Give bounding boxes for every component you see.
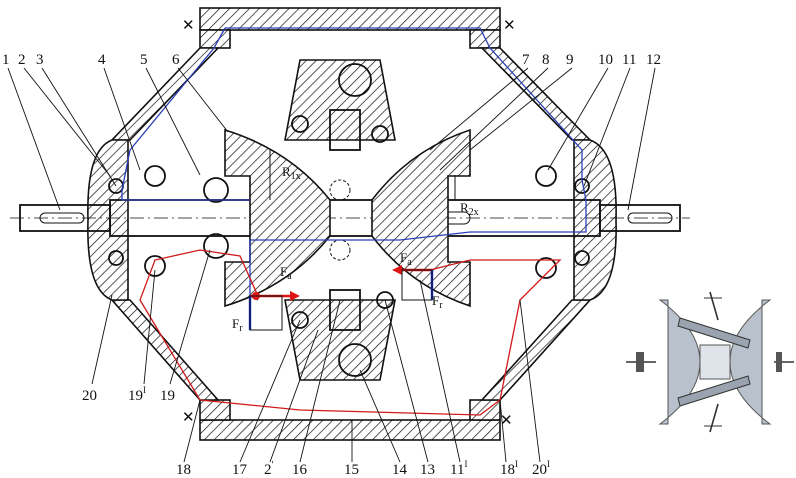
callout-11-prime: 11I [450, 459, 467, 478]
output-disc [371, 128, 471, 308]
callout-3: 3 [36, 52, 44, 68]
callout-13: 13 [420, 462, 435, 478]
input-disc [224, 128, 331, 308]
svg-text:✕: ✕ [500, 413, 513, 429]
svg-text:✕: ✕ [503, 18, 516, 34]
load-path-red [139, 249, 562, 416]
callout-14: 14 [392, 462, 408, 478]
callout-1: 1 [2, 52, 10, 68]
fa-left-label: Fa [280, 264, 292, 282]
callout-7: 7 [522, 52, 530, 68]
callout-5: 5 [140, 52, 148, 68]
callout-16: 16 [292, 462, 308, 478]
callout-2: 2 [18, 52, 26, 68]
r2x-label: R2x [460, 200, 479, 218]
force-arrows-left [248, 291, 300, 331]
callout-15: 15 [344, 462, 359, 478]
fa-right-label: Fa [400, 250, 412, 268]
leader-lines-bottom [91, 249, 541, 463]
callout-4: 4 [98, 52, 106, 68]
r1x-label: R1x [282, 164, 301, 182]
callout-20: 20 [82, 388, 97, 404]
svg-text:✕: ✕ [182, 410, 195, 426]
lower-roller [284, 289, 396, 381]
upper-roller [284, 59, 396, 151]
callout-11: 11 [622, 52, 636, 68]
callout-20-prime: 20I [532, 459, 550, 478]
callout-8: 8 [542, 52, 550, 68]
callout-9: 9 [566, 52, 574, 68]
housing: ✕ ✕ ✕ ✕ [87, 7, 617, 441]
callout-19-prime: 19I [128, 385, 146, 404]
callout-18-prime: 18I [500, 459, 518, 478]
bearings [108, 115, 590, 329]
inset-schematic [620, 288, 794, 434]
callout-12: 12 [646, 52, 661, 68]
callout-2-prime: 2' [264, 460, 274, 478]
callout-6: 6 [172, 52, 180, 68]
callout-18: 18 [176, 462, 191, 478]
leader-lines-top [7, 67, 656, 211]
fr-right-label: Fr [432, 293, 443, 311]
callout-19: 19 [160, 388, 175, 404]
svg-text:✕: ✕ [182, 18, 195, 34]
force-arrows-right [392, 265, 434, 301]
callouts-top: 1 2 3 4 5 6 7 8 9 10 11 12 [2, 52, 661, 68]
load-path-blue [121, 27, 587, 301]
callout-17: 17 [232, 462, 248, 478]
callout-10: 10 [598, 52, 613, 68]
fr-left-label: Fr [232, 316, 243, 334]
callouts-bottom: 20 19I 19 18 17 2' 16 15 14 13 11I 18I 2… [82, 385, 550, 478]
